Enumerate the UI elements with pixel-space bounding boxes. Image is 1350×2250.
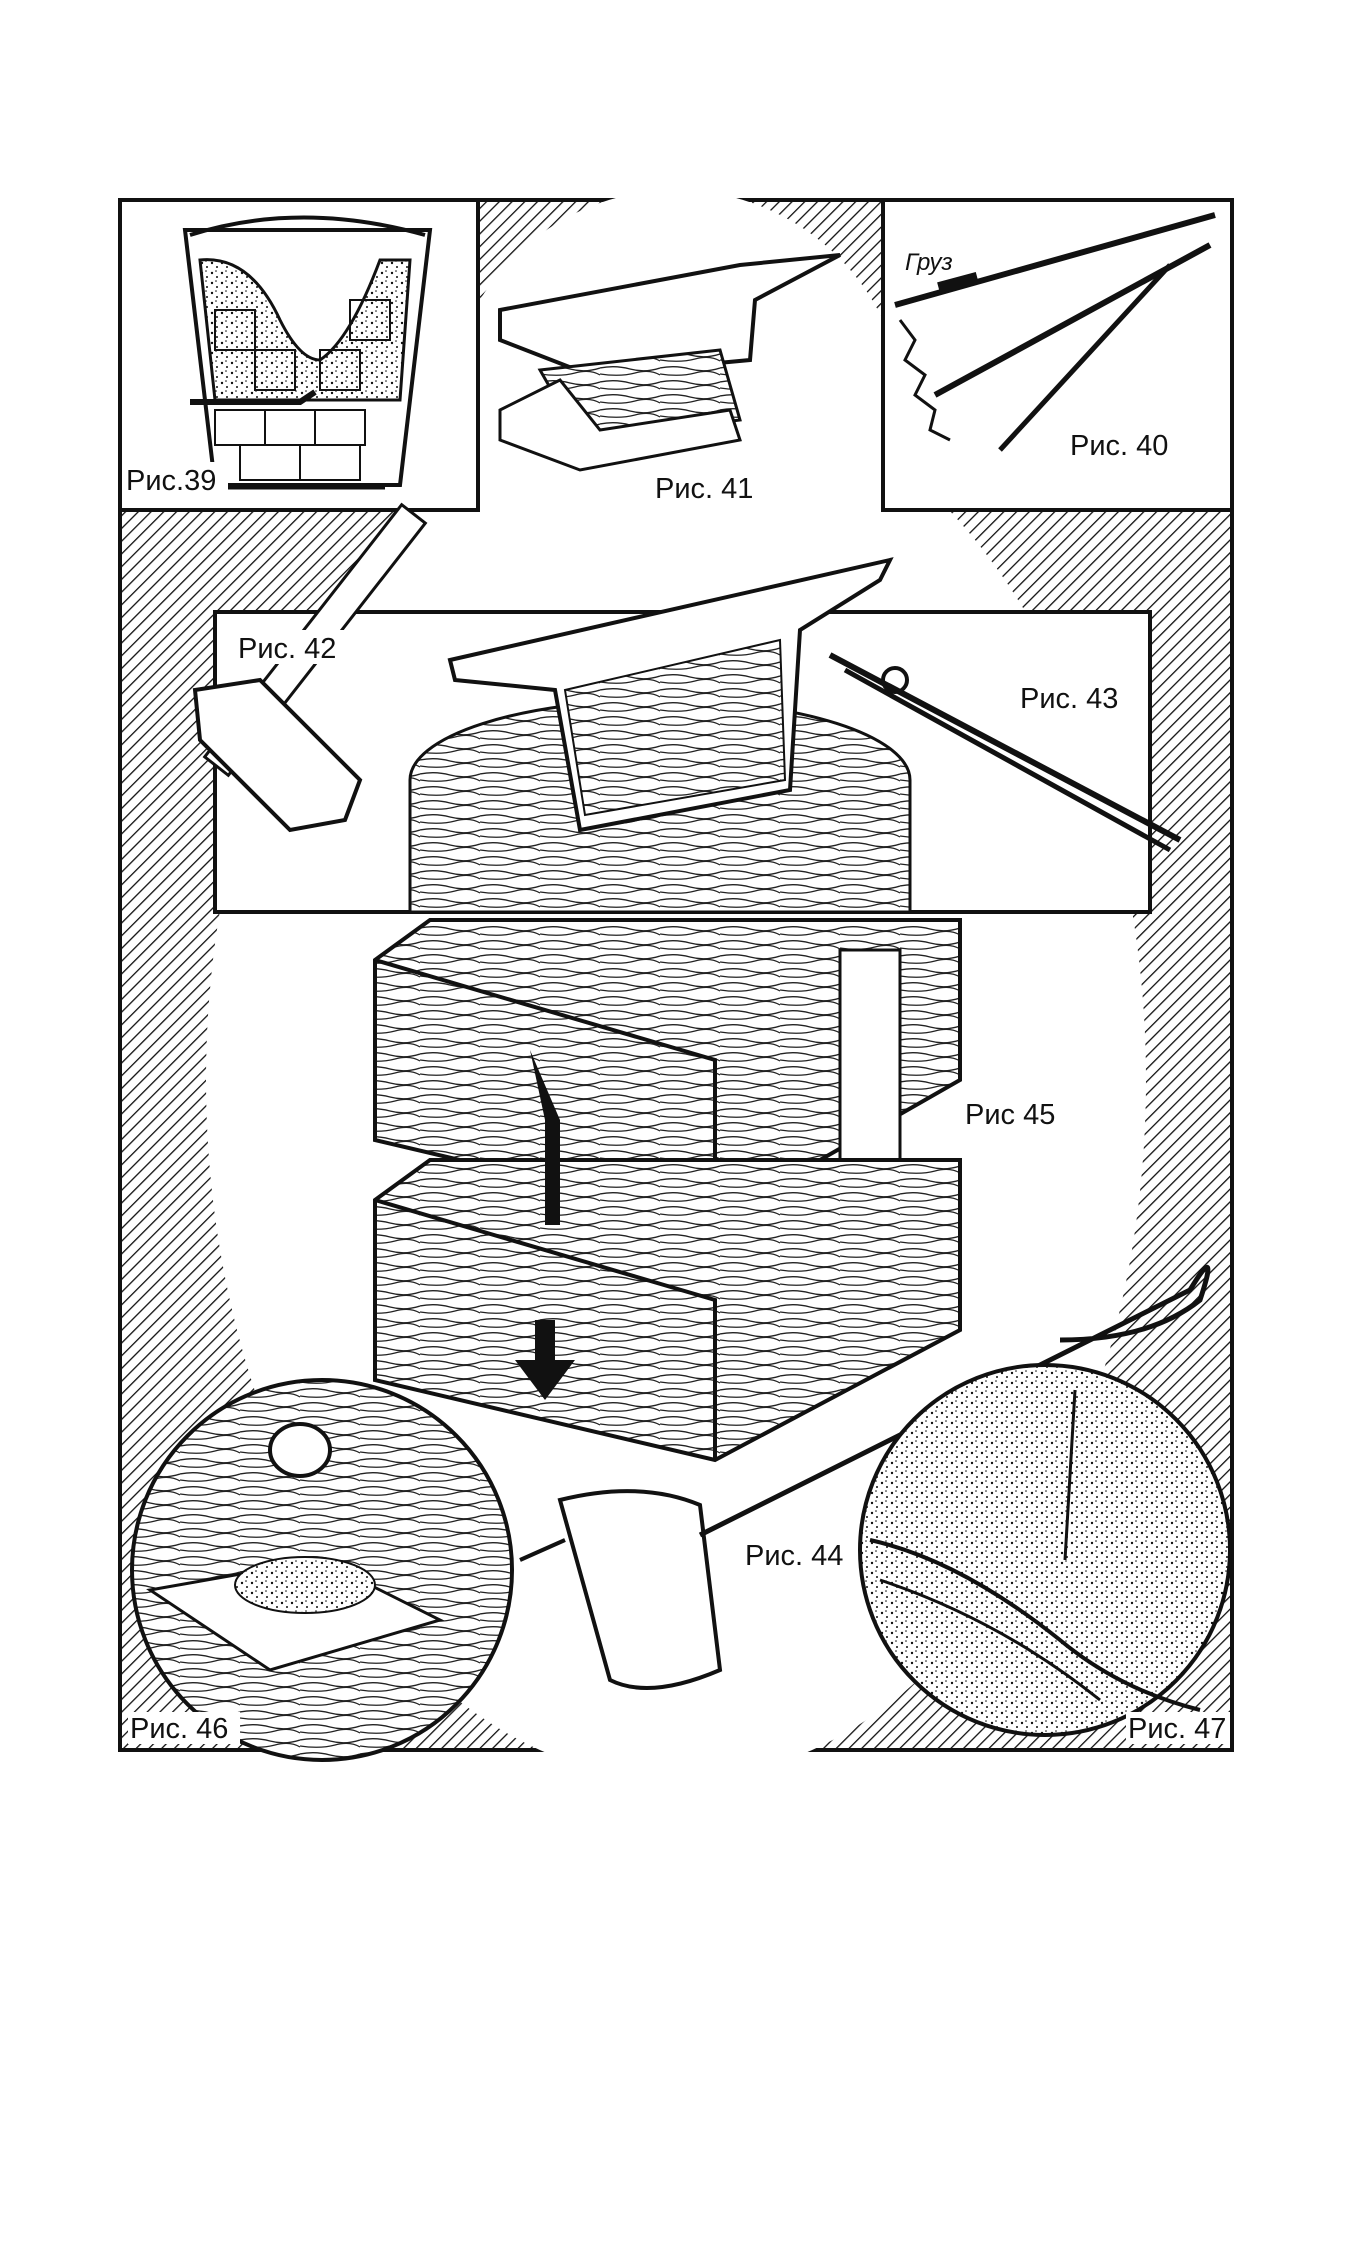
figure-45: Рис 45: [373, 918, 1075, 1463]
fig46-label: Рис. 46: [130, 1713, 228, 1745]
fig40-label: Рис. 40: [1070, 430, 1168, 462]
fig41-label: Рис. 41: [655, 473, 753, 505]
figure-40: Груз Рис. 40: [881, 198, 1234, 512]
tongs: [828, 652, 1182, 853]
figure-41: Рис. 41: [498, 253, 841, 505]
figure-42-43-panel: Рис. 42 Рис. 43: [192, 502, 1182, 914]
figure-47: Рис. 47: [858, 1363, 1232, 1745]
figure-39: Рис.39: [118, 198, 480, 512]
fig42-label: Рис. 42: [238, 633, 336, 665]
weight-label: Груз: [905, 249, 953, 276]
fig47-label: Рис. 47: [1128, 1713, 1226, 1745]
fig39-label: Рис.39: [126, 465, 216, 497]
figure-44: Рис. 44: [519, 1265, 1211, 1690]
fig43-label: Рис. 43: [1020, 683, 1118, 715]
fig44-label: Рис. 44: [745, 1540, 843, 1572]
fig45-label: Рис 45: [965, 1099, 1055, 1131]
figure-46: Рис. 46: [128, 1378, 514, 1762]
